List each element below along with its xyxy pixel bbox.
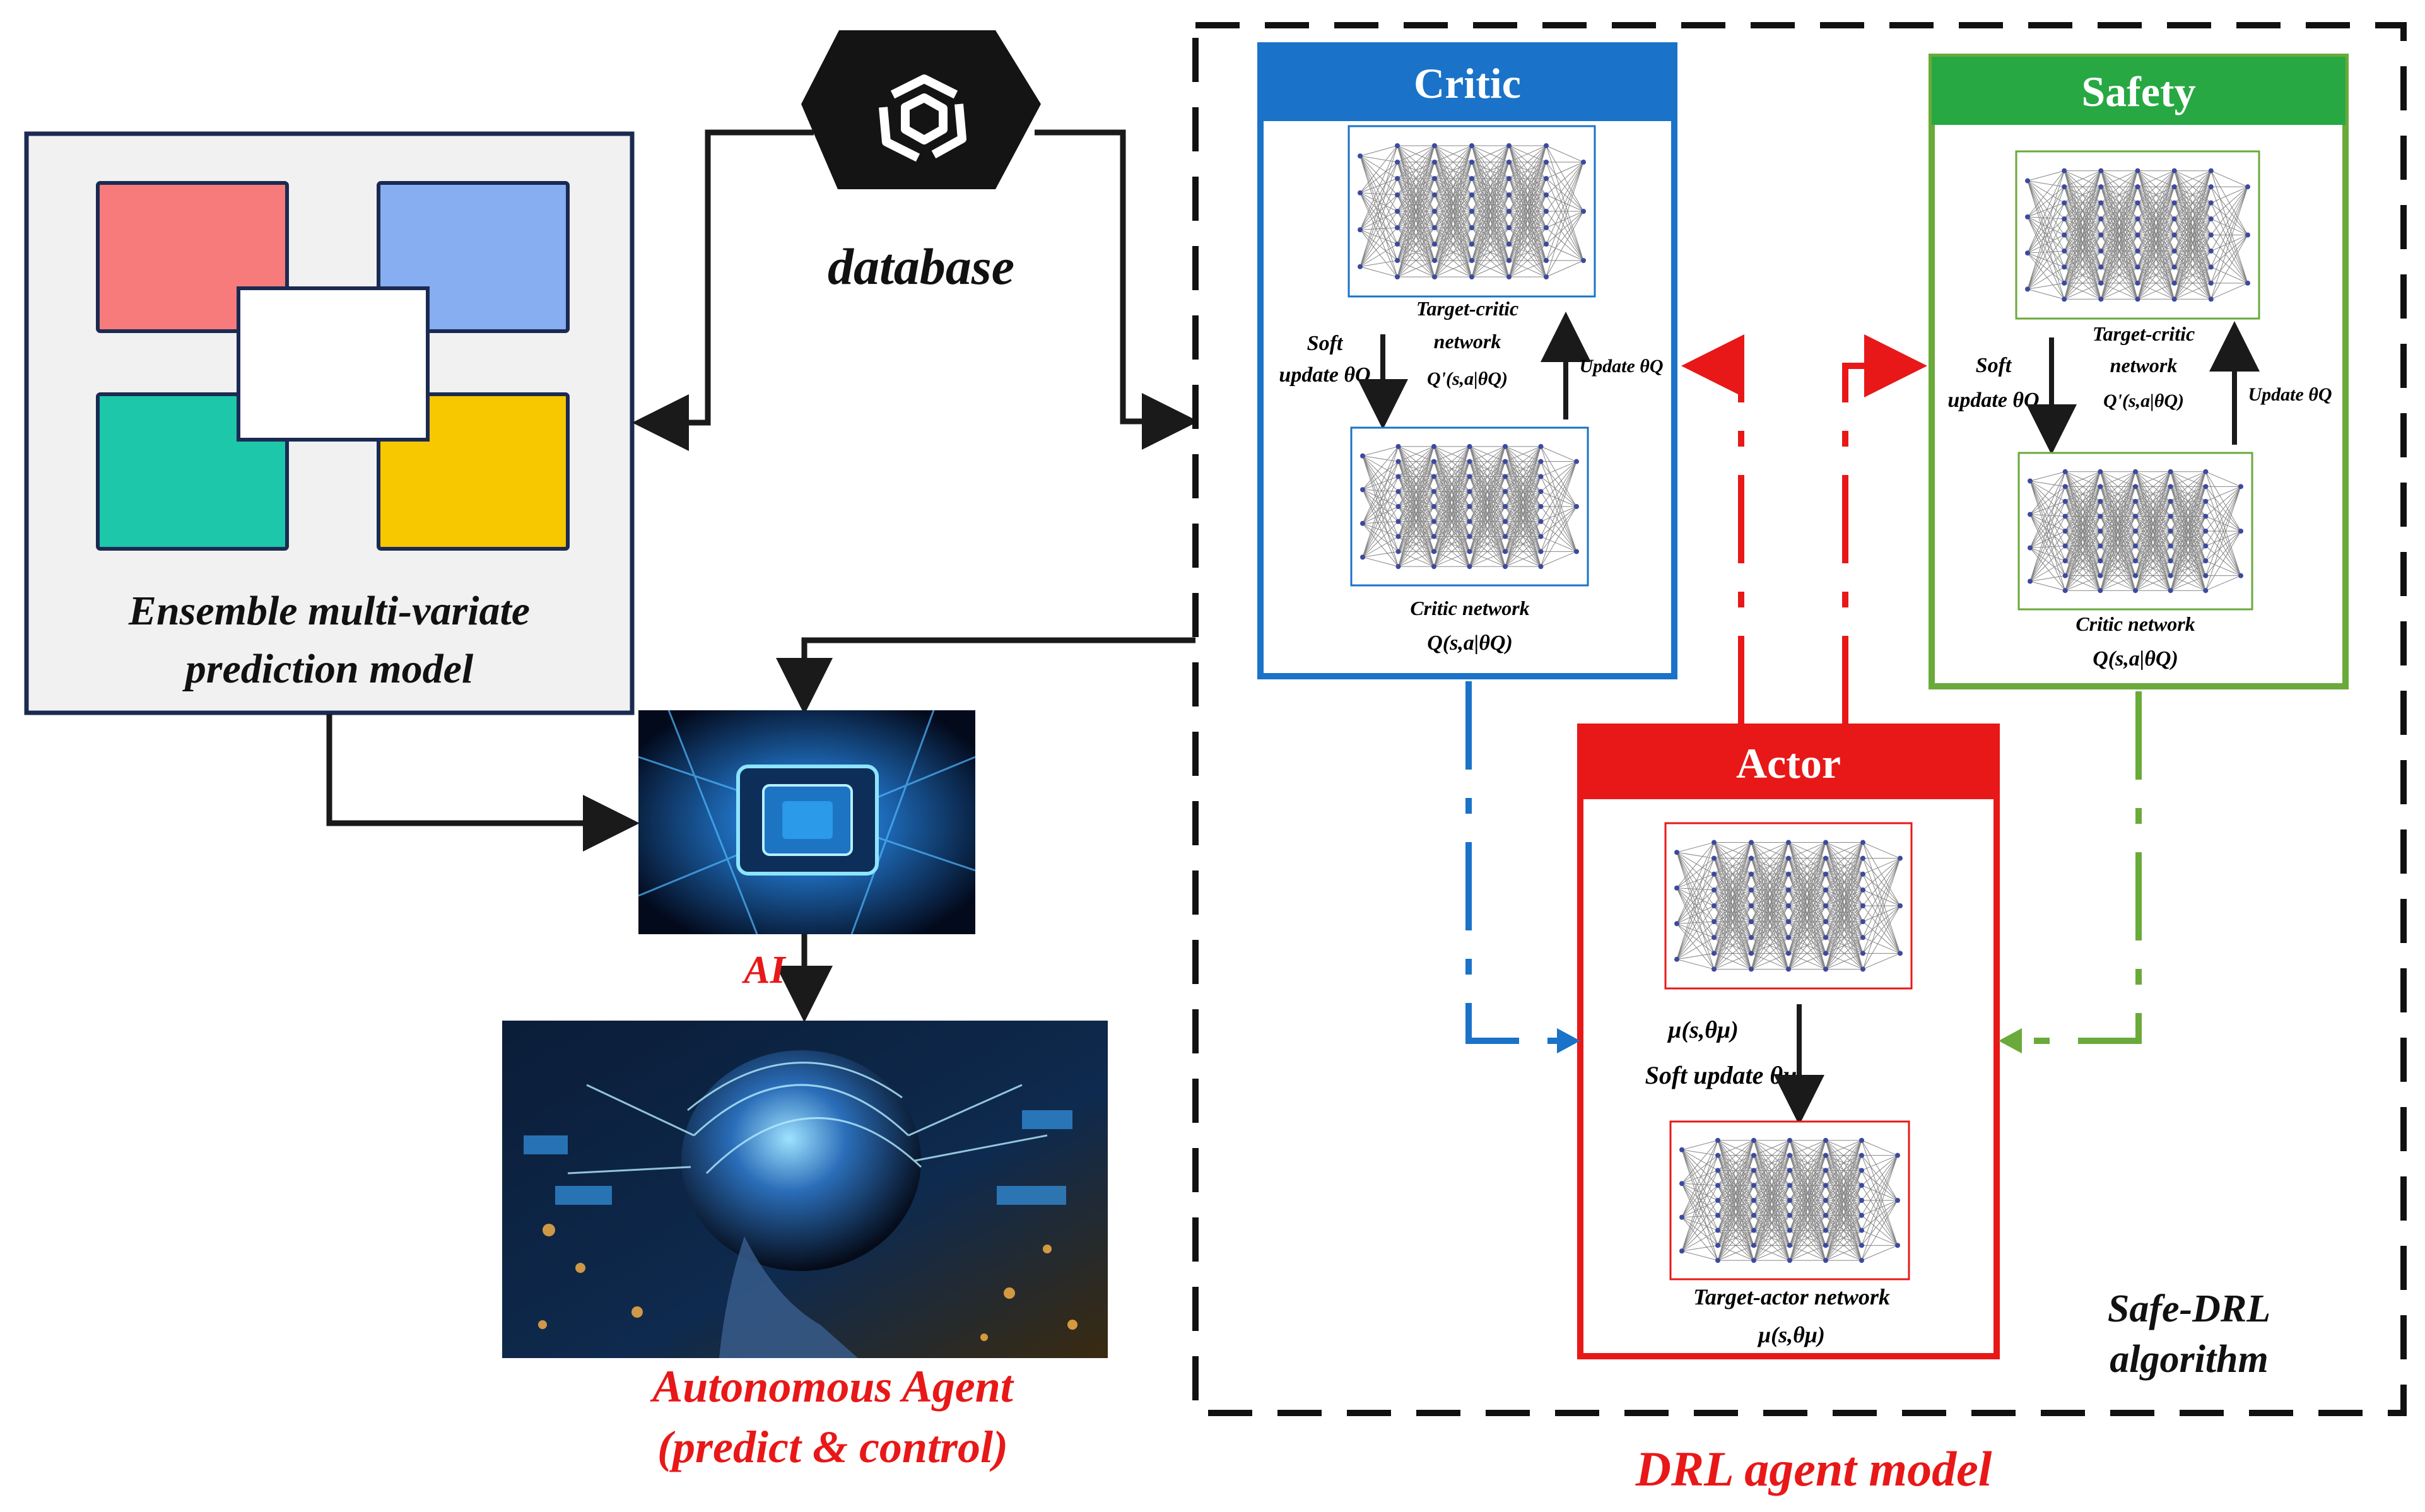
actor-header [1580,727,1997,799]
ai-label: AI [741,949,786,992]
critic-header [1260,45,1674,121]
safety-network-graphic [2017,452,2253,611]
critic-soft-update-1: Soft [1307,332,1344,355]
safe-drl-line2: algorithm [2110,1338,2269,1381]
actor-to-critic-connector [1681,334,1744,724]
critic-target-network-graphic [1348,125,1596,298]
ensemble-label-line2: prediction model [182,646,474,692]
actor-policy-network-graphic [1664,822,1913,990]
database-node: database [801,30,1041,295]
critic-target-label-1: Target-critic [1416,297,1518,320]
critic-target-label-2: network [1434,330,1501,353]
critic-update-label: Update θQ [1579,356,1663,377]
actor-target-label: Target-actor network [1693,1284,1890,1310]
safety-title: Safety [2081,67,2195,115]
safety-target-network-graphic [2015,150,2260,320]
safety-box: Safety Target-critic network Q'(s,a|θQ) … [1929,54,2349,689]
db-to-ensemble-arrow [632,129,814,451]
critic-net-label: Critic network [1410,597,1529,619]
tile-center [237,286,430,442]
safety-header [1932,57,2346,125]
ensemble-model-box: Ensemble multi-variate prediction model [24,131,635,715]
safety-net-formula: Q(s,a|θQ) [2093,647,2178,671]
safety-soft-update-1: Soft [1976,354,2012,377]
actor-title: Actor [1736,739,1841,787]
critic-to-actor-connector [1465,681,1568,1044]
safety-update-label: Update θQ [2248,384,2332,405]
safety-target-formula: Q'(s,a|θQ) [2103,390,2184,411]
actor-box: Actor μ(s,θμ) Soft update θμ Target-acto… [1577,724,2000,1359]
actor-soft-update: Soft update θμ [1645,1061,1797,1089]
safety-soft-update-2: update θQ [1947,389,2039,412]
db-to-drl-arrow [1035,129,1199,450]
agent-label-line2: (predict & control) [657,1422,1008,1472]
safe-drl-line1: Safe-DRL [2108,1287,2270,1330]
ensemble-label-line1: Ensemble multi-variate [128,588,530,634]
drl-agent-label: DRL agent model [1635,1441,1992,1496]
safety-target-label-1: Target-critic [2093,322,2195,345]
safety-to-actor-connector [2012,691,2142,1044]
drl-to-ai-arrow [776,637,1195,715]
ensemble-to-ai-arrow [326,714,640,852]
actor-target-network-graphic [1669,1120,1910,1281]
safety-to-actor-arrowhead [1999,1028,2022,1053]
critic-network-graphic [1350,426,1589,587]
ai-chip-image [638,710,976,935]
agent-label-line1: Autonomous Agent [650,1361,1014,1412]
critic-net-formula: Q(s,a|θQ) [1427,631,1513,655]
critic-box: Critic Target-critic network Q'(s,a|θQ) … [1257,42,1677,679]
actor-policy-formula: μ(s,θμ) [1667,1017,1739,1043]
safety-target-label-2: network [2110,354,2178,377]
database-label: database [828,238,1014,295]
critic-target-formula: Q'(s,a|θQ) [1427,368,1508,389]
autonomous-agent-image [502,1021,1108,1358]
drl-agent-dashed-box [1192,22,2407,1416]
actor-target-formula: μ(s,θμ) [1757,1322,1825,1347]
safety-net-label: Critic network [2076,612,2195,635]
actor-to-safety-connector [1842,334,1927,724]
critic-to-actor-arrowhead [1557,1028,1580,1053]
critic-soft-update-2: update θQ [1279,363,1370,387]
critic-title: Critic [1414,59,1521,107]
